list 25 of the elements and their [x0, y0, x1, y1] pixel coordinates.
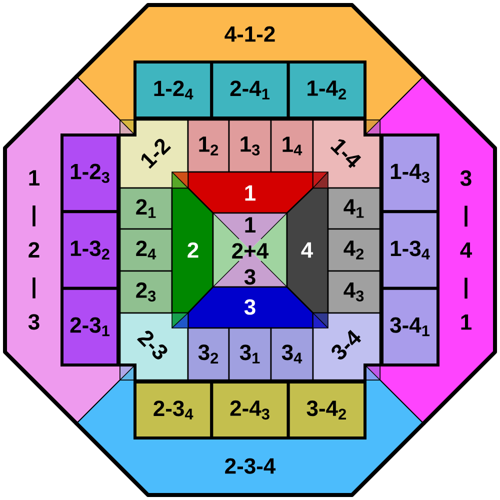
grid-cell: 1-3$_{2}$: [60, 210, 120, 290]
grid-cell: 2-4$_{1}$: [210, 60, 290, 120]
grid-cell: 1$_{4}$: [270, 119, 314, 173]
grid-cell: 2-3$_{1}$: [60, 286, 136, 366]
grid-cell: 3$_{2}$: [187, 327, 230, 381]
grid-cell: 1-4$_{2}$: [286, 60, 366, 136]
grid-cell: 2-4$_{3}$: [210, 380, 290, 440]
grid-cell: 3-4$_{1}$: [364, 286, 440, 366]
grid-cell: 2$_{4}$: [119, 228, 173, 272]
grid-cell: 1-2$_{3}$: [60, 134, 136, 214]
grid-cell: 1$_{2}$: [187, 119, 230, 173]
grid-cell: 3-4$_{2}$: [286, 364, 366, 440]
center-square: 1 2+4 3: [212, 212, 288, 288]
grid-cell: 1$_{3}$: [228, 119, 272, 173]
grid-cell: 1-3$_{4}$: [380, 210, 440, 290]
grid-cell: 2$_{1}$: [119, 187, 173, 230]
grid-cell: 1-4$_{3}$: [364, 134, 440, 214]
grid-cell: 2-3$_{4}$: [134, 364, 214, 440]
grid-cell: 1-2$_{4}$: [134, 60, 214, 136]
grid-cell: 3$_{1}$: [228, 327, 272, 381]
grid-cell: 4$_{1}$: [327, 187, 381, 230]
grid-cell: 3$_{4}$: [270, 327, 314, 381]
grid-cell: 2$_{3}$: [119, 270, 173, 314]
grid-cell: 4$_{3}$: [327, 270, 381, 314]
grid-cell: 4$_{2}$: [327, 228, 381, 272]
